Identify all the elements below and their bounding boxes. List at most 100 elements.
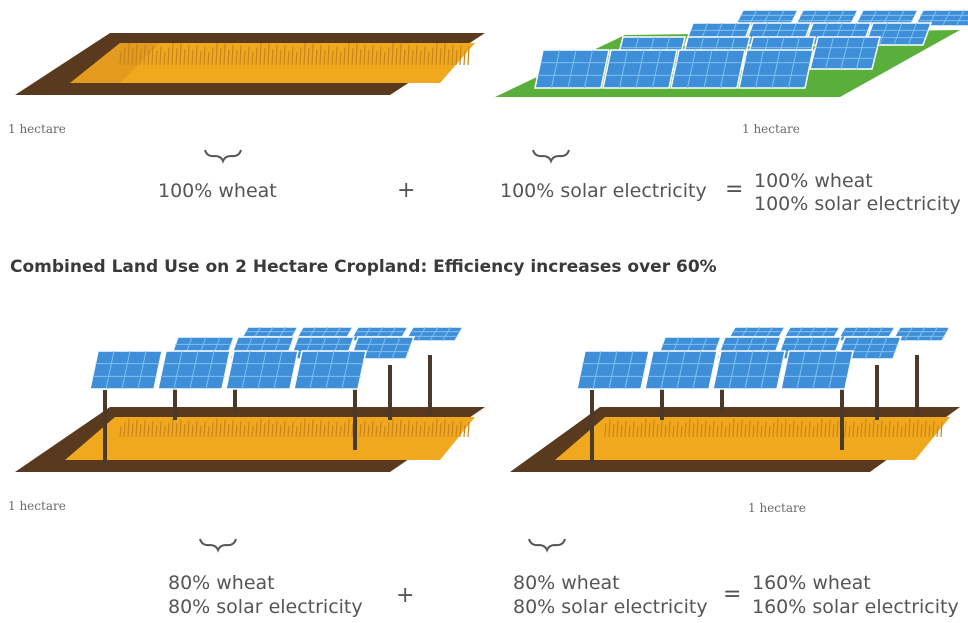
- solar-panel: [157, 350, 231, 390]
- wheat-stalk: [680, 426, 683, 438]
- wheat-stalk: [728, 422, 731, 438]
- wheat-stalk: [159, 46, 162, 66]
- wheat-stalk: [427, 426, 430, 438]
- wheat-stalk: [351, 48, 354, 66]
- result-line: 160% wheat: [752, 572, 871, 594]
- wheat-stalk: [900, 426, 903, 438]
- wheat-stalk: [183, 423, 186, 438]
- wheat-field-illustration: [15, 33, 485, 95]
- wheat-stalk: [419, 50, 422, 66]
- wheat-stalk: [455, 49, 458, 66]
- wheat-stalk: [447, 423, 450, 438]
- brace-icon: [528, 538, 566, 553]
- wheat-stalk: [311, 419, 314, 438]
- wheat-stalk: [920, 423, 923, 438]
- wheat-stalk: [323, 424, 326, 438]
- area-label: 1 hectare: [8, 499, 66, 513]
- wheat-stalk: [608, 419, 611, 438]
- solar-label: 80% solar electricity: [513, 596, 708, 618]
- wheat-stalk: [183, 49, 186, 66]
- wheat-stalk: [451, 420, 454, 438]
- wheat-stalk: [179, 419, 182, 438]
- wheat-stalk: [740, 419, 743, 438]
- wheat-stalk: [447, 49, 450, 66]
- wheat-stalk: [736, 423, 739, 438]
- wheat-stalk: [227, 49, 230, 66]
- wheat-stalk: [824, 423, 827, 438]
- wheat-stalk: [876, 423, 879, 438]
- solar-panel: [225, 350, 299, 390]
- wheat-stalk: [203, 46, 206, 66]
- wheat-stalk: [632, 421, 635, 438]
- wheat-stalk: [351, 423, 354, 438]
- wheat-stalk: [131, 423, 134, 438]
- wheat-stalk: [359, 49, 362, 66]
- wheat-stalk: [604, 423, 607, 438]
- brace-icon: [532, 149, 570, 164]
- wheat-stalk: [227, 423, 230, 438]
- wheat-stalk: [279, 424, 282, 438]
- wheat-stalk: [339, 426, 342, 438]
- wheat-stalk: [459, 421, 462, 438]
- wheat-stalk: [155, 425, 158, 438]
- wheat-stalk: [780, 423, 783, 438]
- wheat-stalk: [235, 49, 238, 66]
- wheat-stalk: [395, 48, 398, 66]
- plus-sign: +: [396, 583, 415, 608]
- solar-panel: [293, 350, 367, 390]
- wheat-stalk: [684, 422, 687, 438]
- wheat-stalk: [664, 424, 667, 438]
- wheat-stalk: [127, 42, 130, 66]
- wheat-stalk: [167, 47, 170, 66]
- wheat-stalk: [652, 419, 655, 438]
- wheat-stalk: [151, 421, 154, 438]
- wheat-stalk: [648, 423, 651, 438]
- wheat-stalk: [387, 422, 390, 438]
- wheat-stalk: [327, 421, 330, 438]
- wheat-stalk: [668, 421, 671, 438]
- wheat-stalk: [868, 423, 871, 438]
- solar-panel-array: [89, 326, 465, 390]
- wheat-stalk: [271, 423, 274, 438]
- wheat-stalk: [828, 419, 831, 438]
- wheat-stalk: [375, 50, 378, 66]
- wheat-stalk: [435, 42, 438, 66]
- wheat-stalk: [932, 421, 935, 438]
- wheat-stalk: [283, 45, 286, 66]
- plus-sign: +: [397, 178, 416, 203]
- wheat-stalk: [367, 424, 370, 438]
- wheat-stalk: [375, 425, 378, 438]
- wheat-stalk: [343, 422, 346, 438]
- wheat-stalk: [423, 46, 426, 66]
- solar-panel: [403, 326, 465, 342]
- wheat-stalk: [143, 44, 146, 66]
- wheat-stalk: [287, 50, 290, 66]
- wheat-stalk: [127, 418, 130, 438]
- solar-panel: [738, 49, 814, 89]
- wheat-stalk: [459, 45, 462, 66]
- result-line: 100% wheat: [754, 170, 873, 192]
- wheat-stalk: [363, 44, 366, 66]
- wheat-stalk: [411, 49, 414, 66]
- wheat-stalk: [259, 418, 262, 438]
- wheat-stalk: [792, 420, 795, 438]
- wheat-stalk: [295, 426, 298, 438]
- wheat-stalk: [912, 423, 915, 438]
- solar-label: 100% solar electricity: [500, 180, 707, 202]
- wheat-stalk: [335, 421, 338, 438]
- wheat-stalk: [848, 425, 851, 438]
- wheat-stalk: [131, 48, 134, 66]
- solar-panel-array: [576, 326, 952, 390]
- wheat-stalk: [179, 43, 182, 66]
- wheat-stalk: [624, 421, 627, 438]
- solar-panel: [534, 49, 610, 89]
- solar-panel: [89, 350, 163, 390]
- wheat-stalk: [267, 43, 270, 66]
- solar-panel: [809, 36, 881, 70]
- wheat-stalk: [716, 425, 719, 438]
- wheat-stalk: [291, 421, 294, 438]
- wheat-stalk: [259, 42, 262, 66]
- wheat-stalk: [207, 426, 210, 438]
- wheat-stalk: [391, 42, 394, 66]
- wheat-spikes: [604, 418, 943, 438]
